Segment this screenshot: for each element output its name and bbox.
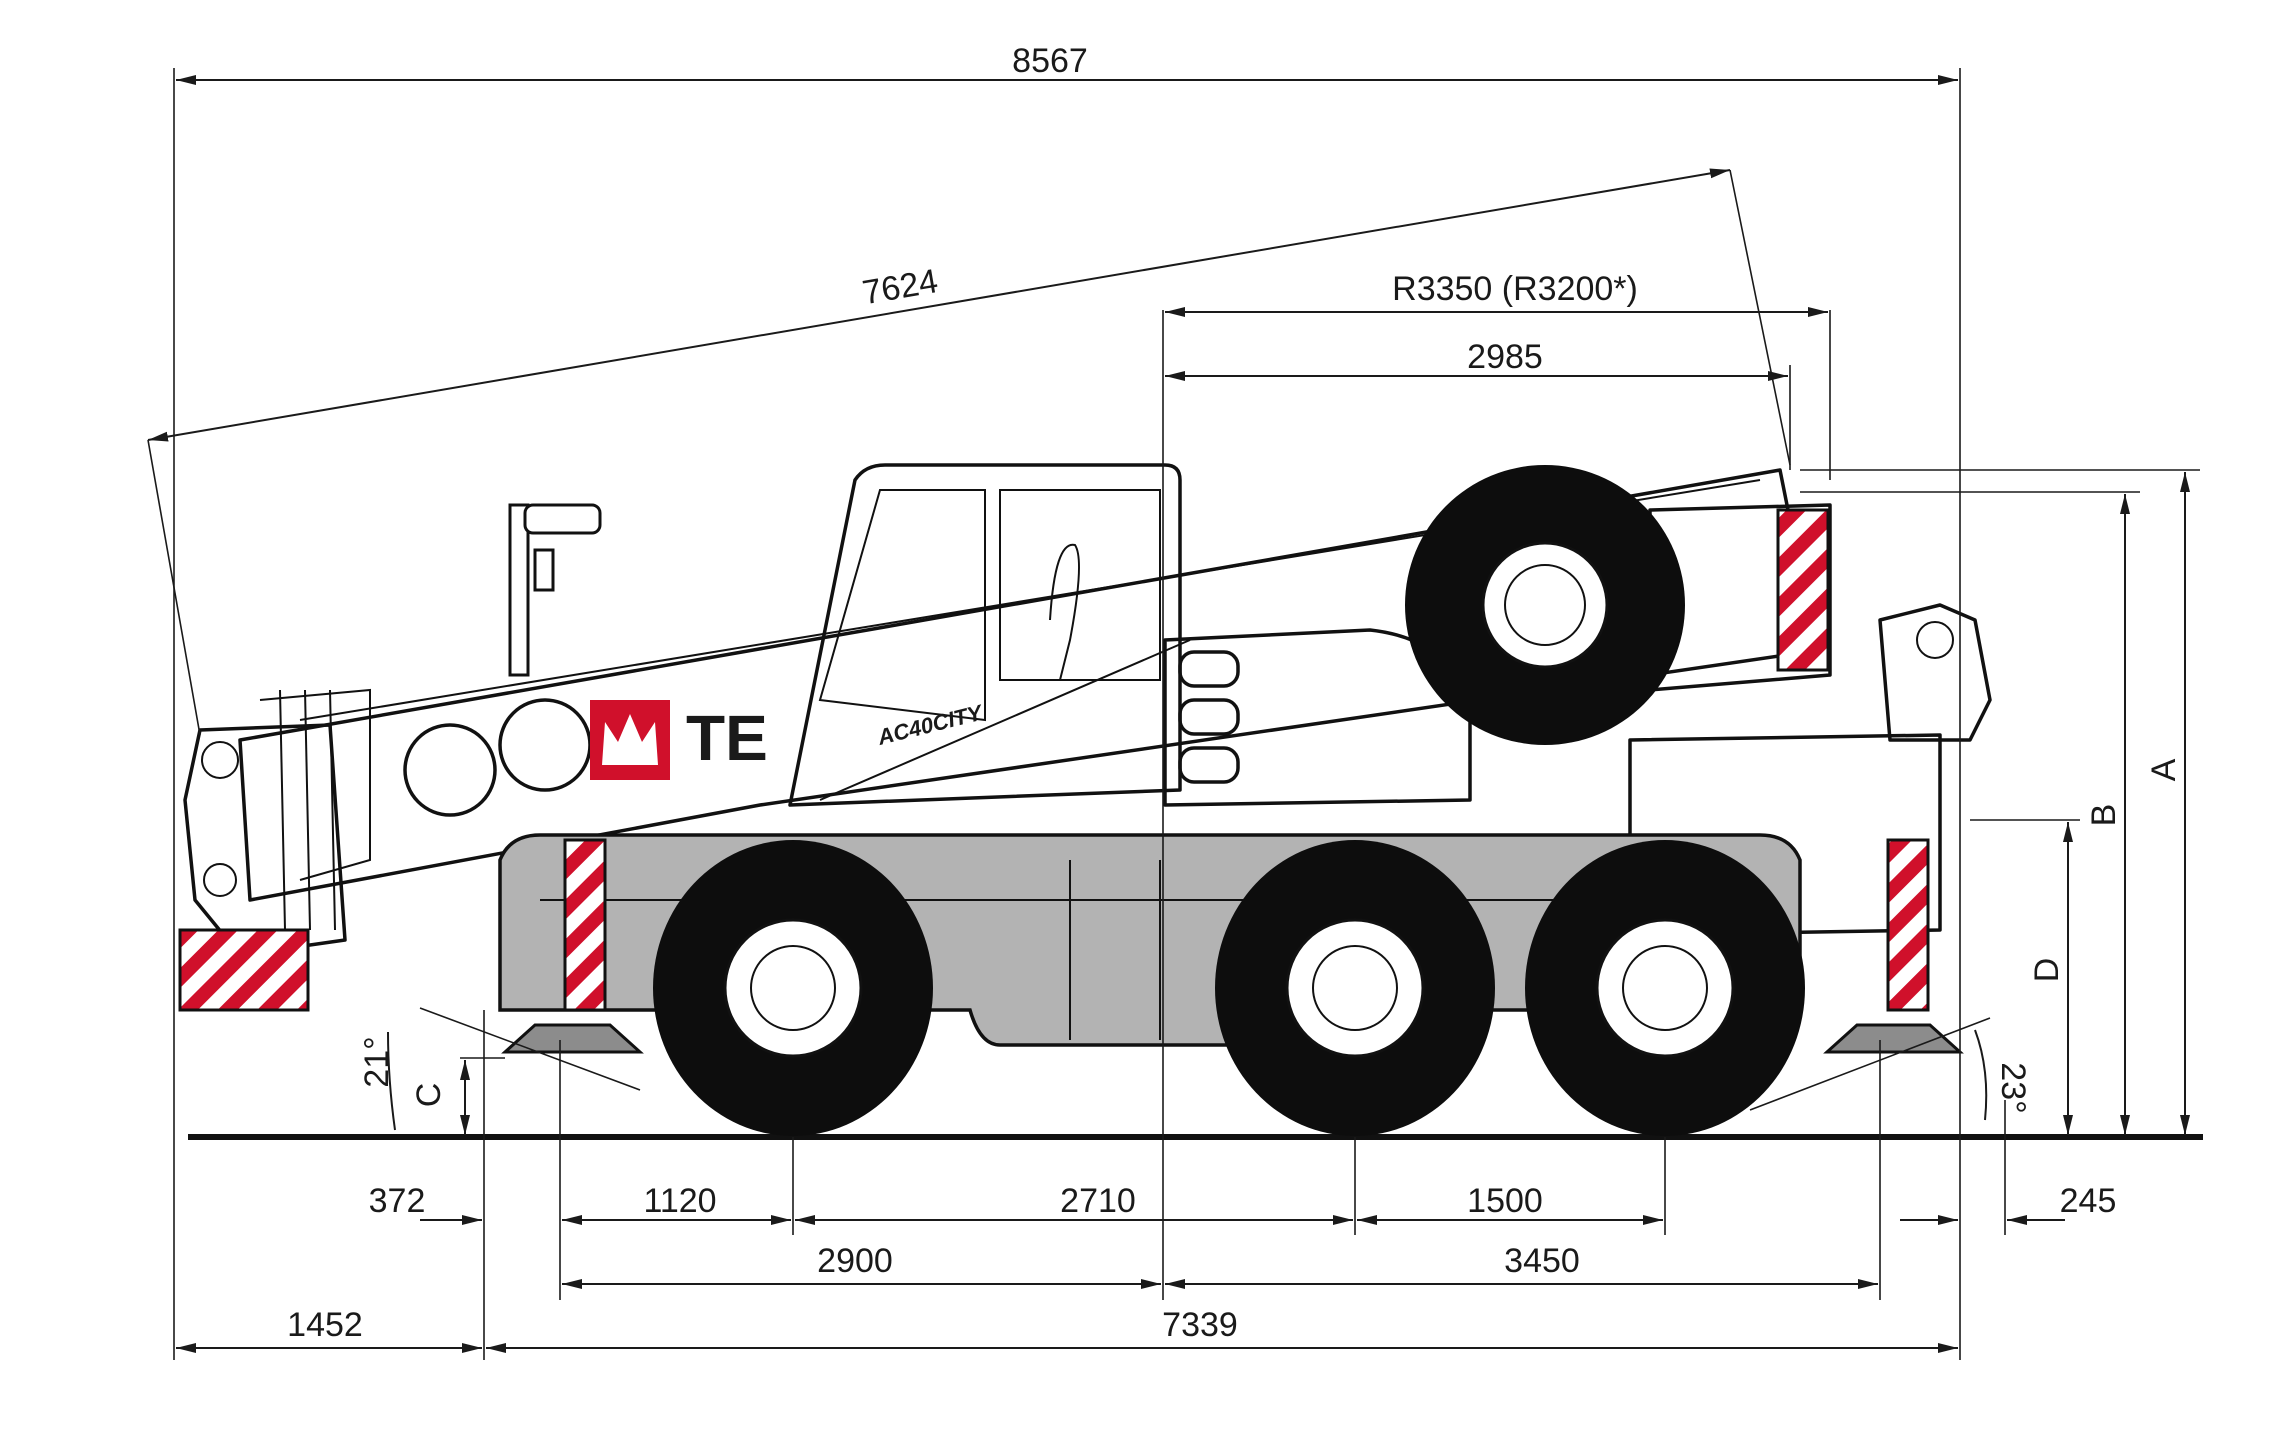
logo-badge: TE bbox=[590, 700, 768, 780]
model-badge: AC40CITY bbox=[874, 699, 986, 750]
dim-1120: 1120 bbox=[643, 1182, 716, 1220]
dim-7339: 7339 bbox=[1162, 1306, 1238, 1344]
front-warning-panel bbox=[178, 928, 310, 1012]
dim-2710: 2710 bbox=[1060, 1182, 1136, 1220]
dim-label-d: D bbox=[2028, 958, 2066, 983]
spare-wheel bbox=[1405, 465, 1685, 745]
logo-text: TE bbox=[686, 702, 768, 774]
dim-tail-radius: R3350 (R3200*) bbox=[1392, 270, 1638, 308]
dim-tail-swing: 2985 bbox=[1467, 338, 1543, 376]
hose-reel-1 bbox=[403, 723, 497, 817]
dim-245: 245 bbox=[2060, 1182, 2117, 1220]
hose-reel-2 bbox=[498, 698, 592, 792]
wheel-rear bbox=[1525, 840, 1805, 1136]
dim-boom-length: 7624 bbox=[860, 262, 941, 312]
outrigger-front-post bbox=[563, 838, 607, 1012]
dim-label-a: A bbox=[2145, 758, 2183, 781]
boom-head bbox=[183, 503, 602, 957]
outrigger-pad-rear bbox=[1823, 1023, 1964, 1054]
dim-1452: 1452 bbox=[287, 1306, 363, 1344]
dim-label-c: C bbox=[410, 1083, 448, 1108]
dim-overall-length: 8567 bbox=[1012, 42, 1088, 80]
dim-372: 372 bbox=[369, 1182, 426, 1220]
dim-approach-angle: 21° bbox=[358, 1036, 396, 1087]
dim-label-b: B bbox=[2085, 804, 2123, 827]
rear-hook-assembly bbox=[1878, 603, 1992, 742]
dim-2900: 2900 bbox=[817, 1242, 893, 1280]
dimension-lines: 8567 7624 R3350 (R3200*) 2985 A B D C 21… bbox=[147, 42, 2200, 1360]
crane-illustration: TE AC40CITY bbox=[178, 463, 1992, 1136]
wheel-middle bbox=[1215, 840, 1495, 1136]
rear-warning-panel-upper bbox=[1776, 508, 1830, 672]
outrigger-pad-front bbox=[501, 1023, 644, 1054]
outrigger-rear-post bbox=[1886, 838, 1930, 1012]
wheel-front bbox=[653, 840, 933, 1136]
dim-1500: 1500 bbox=[1467, 1182, 1543, 1220]
dim-departure-angle: 23° bbox=[1994, 1062, 2032, 1113]
dim-3450: 3450 bbox=[1504, 1242, 1580, 1280]
